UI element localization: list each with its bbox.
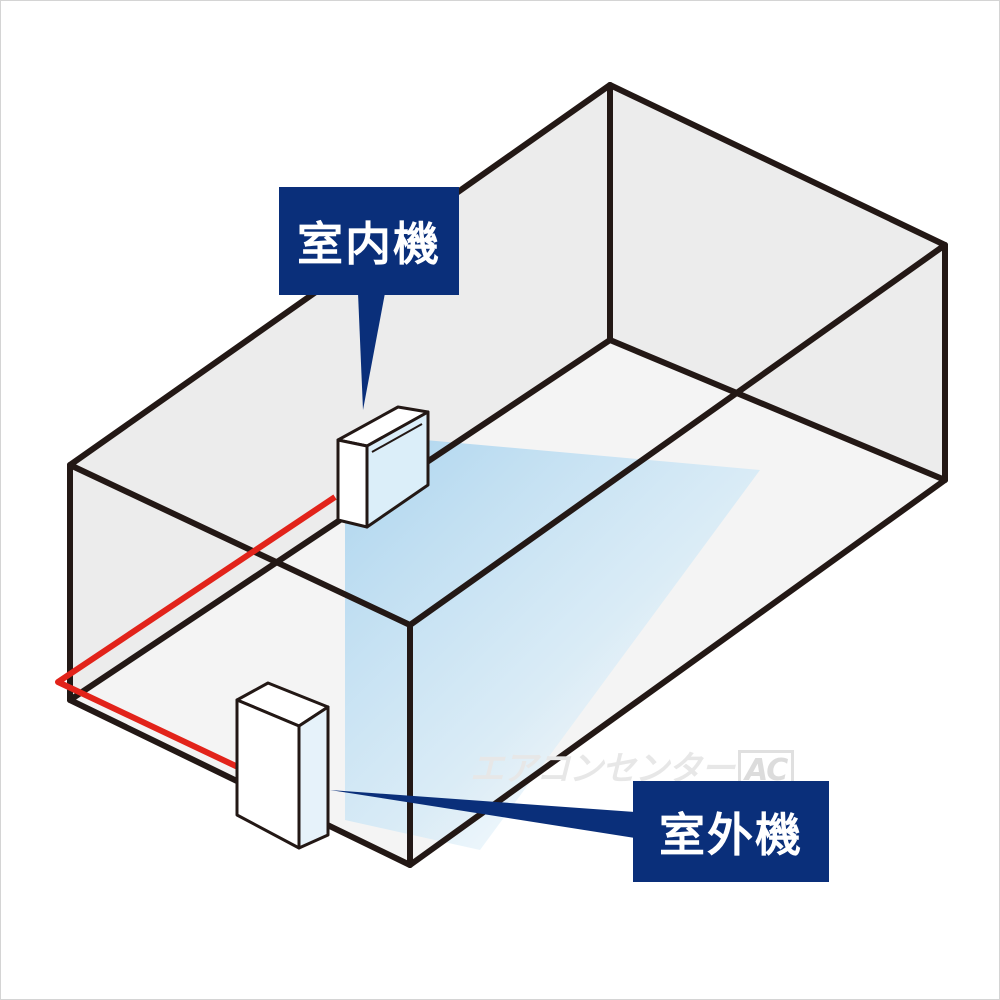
outdoor-unit-icon bbox=[235, 681, 330, 850]
outdoor-unit-label-text: 室外機 bbox=[659, 807, 803, 862]
airflow-cone bbox=[345, 440, 760, 850]
outdoor-pointer bbox=[330, 790, 635, 838]
back-wall bbox=[70, 85, 610, 700]
indoor-pointer bbox=[358, 293, 385, 410]
indoor-unit-label: 室内機 bbox=[279, 187, 459, 295]
right-wall bbox=[610, 85, 945, 480]
refrigerant-pipe bbox=[55, 494, 337, 771]
indoor-unit-icon bbox=[336, 405, 430, 529]
outdoor-unit-label: 室外機 bbox=[633, 781, 829, 882]
indoor-unit-label-text: 室内機 bbox=[297, 217, 441, 271]
